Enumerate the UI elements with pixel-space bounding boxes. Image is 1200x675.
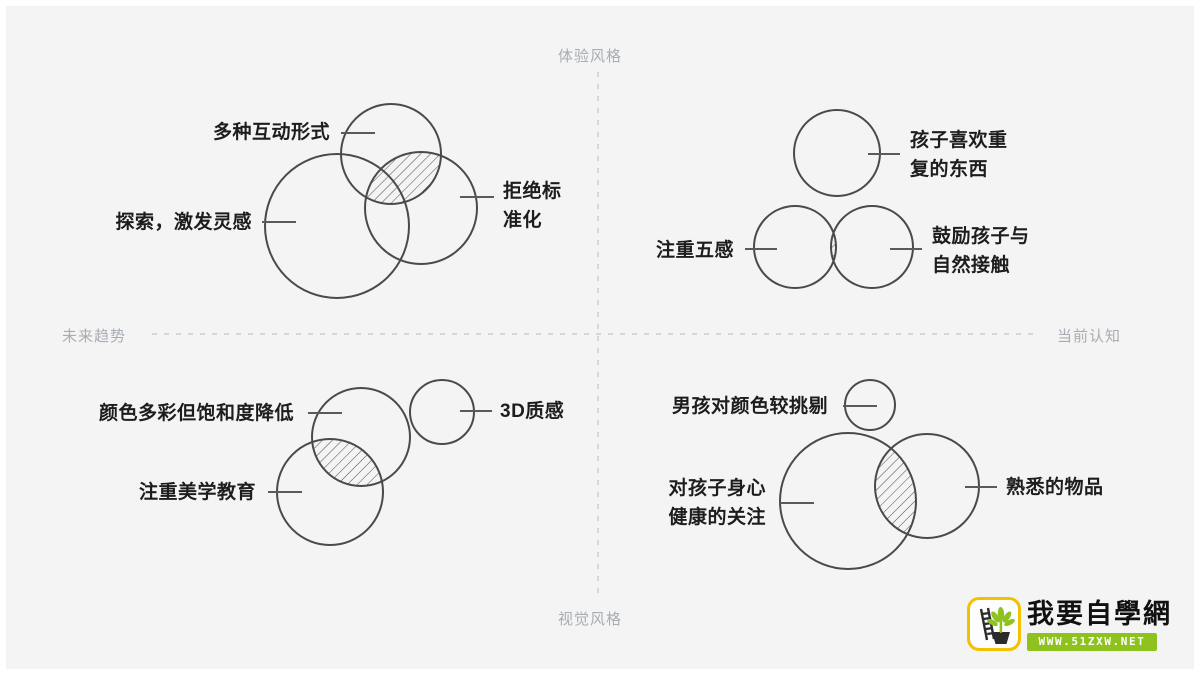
circle-br-c2[interactable] (779, 432, 917, 570)
overlap-region-br (875, 434, 916, 538)
logo-url-bar: WWW.51ZXW.NET (1027, 633, 1157, 651)
overlap-region-bl (312, 439, 383, 486)
circle-tr-c1[interactable] (793, 109, 881, 197)
node-label-br-3: 熟悉的物品 (1006, 477, 1104, 498)
circle-tr-c3[interactable] (830, 205, 914, 289)
circle-bl-c1[interactable] (311, 387, 411, 487)
ladder-plant-icon (967, 597, 1021, 651)
axis-label-left: 未来趋势 (62, 328, 127, 345)
diagram-background (6, 6, 1194, 669)
axis-lines (152, 72, 1040, 596)
node-label-tr-3: 鼓励孩子与 自然接触 (932, 226, 1030, 276)
node-label-bl-2: 注重美学教育 (138, 482, 256, 503)
axis-label-right: 当前认知 (1057, 328, 1122, 345)
quadrant-top-right (745, 109, 922, 289)
circle-tl-c2[interactable] (264, 153, 410, 299)
node-label-tl-2: 探索，激发灵感 (115, 212, 252, 233)
quadrant-bottom-right (779, 379, 997, 570)
node-label-tr-1: 孩子喜欢重 复的东西 (910, 130, 1008, 180)
logo-url-text: WWW.51ZXW.NET (1038, 635, 1146, 648)
site-watermark-logo[interactable]: 我要自學網 WWW.51ZXW.NET (967, 597, 1170, 655)
node-label-bl-1: 颜色多彩但饱和度降低 (98, 403, 294, 424)
quadrant-top-left (262, 103, 494, 299)
logo-wordmark: 我要自學網 (1027, 599, 1172, 629)
node-label-br-2: 对孩子身心 健康的关注 (668, 478, 766, 528)
node-label-tl-3: 拒绝标 准化 (503, 181, 562, 231)
circle-tr-c2[interactable] (753, 205, 837, 289)
node-label-br-1: 男孩对颜色较挑剔 (671, 396, 828, 417)
node-label-tl-1: 多种互动形式 (212, 122, 330, 143)
quadrant-bottom-left (268, 379, 492, 546)
axis-label-top: 体验风格 (558, 48, 623, 65)
node-label-bl-3: 3D质感 (500, 401, 565, 422)
node-label-tr-2: 注重五感 (655, 240, 734, 261)
circle-tl-c3[interactable] (364, 151, 478, 265)
axis-label-bottom: 视觉风格 (558, 611, 623, 628)
